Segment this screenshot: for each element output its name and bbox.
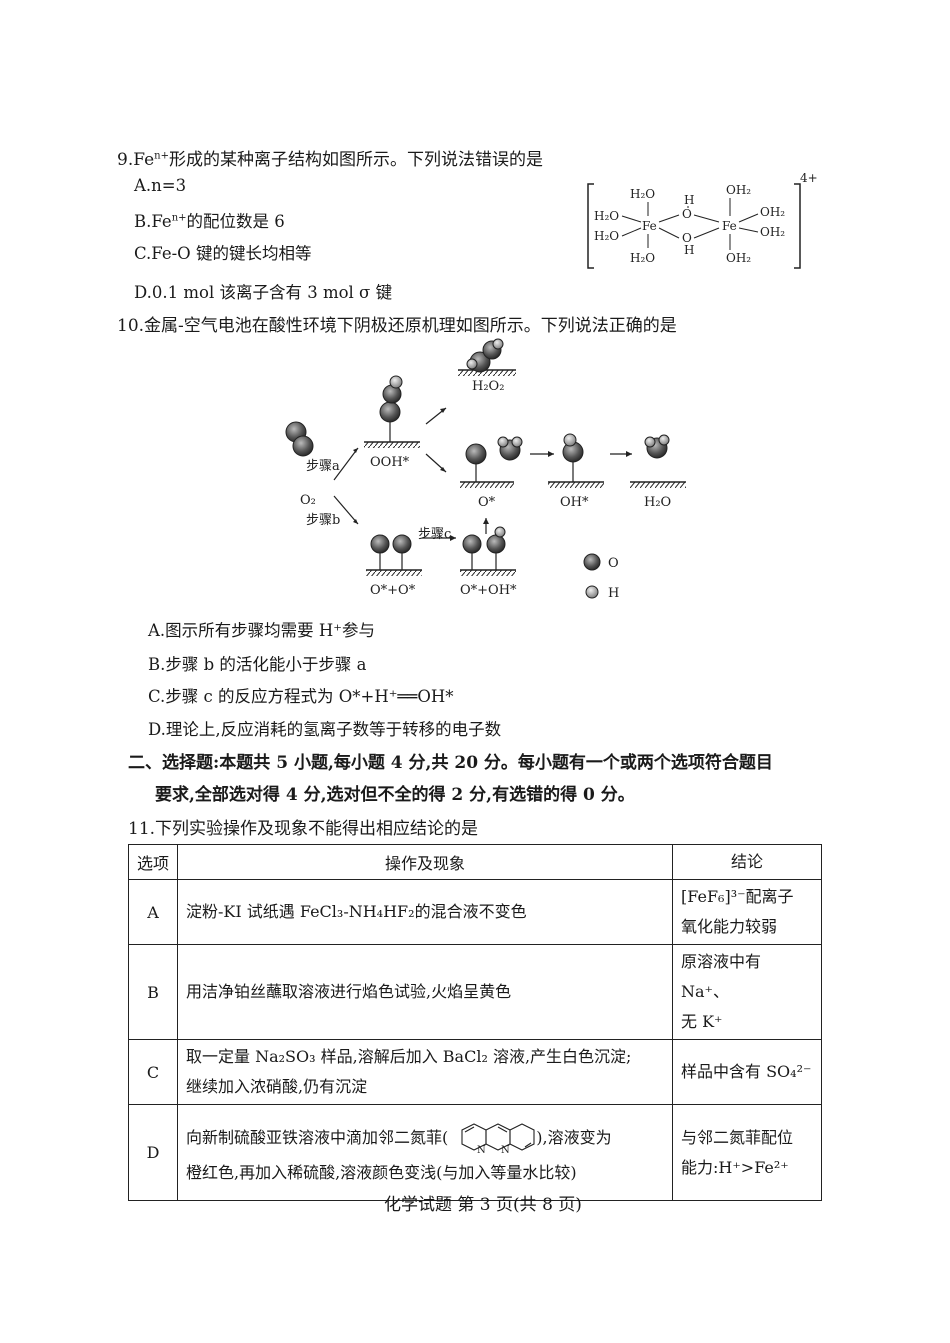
q9-stem: 9.Fen+形成的某种离子结构如图所示。下列说法错误的是	[117, 150, 543, 170]
cathode-mechanism-diagram: 步骤a O₂ 步骤b 步骤c OOH* H₂O₂ O* OH* H₂O O*+O…	[285, 338, 686, 601]
h2o-label: H₂O	[594, 209, 619, 223]
o-atom-label: O	[682, 207, 692, 221]
legend-hydrogen-icon	[585, 585, 599, 599]
catalyst-surface	[460, 569, 516, 576]
ion-charge: 4+	[800, 171, 818, 185]
catalyst-surface	[548, 481, 604, 488]
hydrogen-atom-icon	[511, 436, 523, 448]
o-atom-label: O	[682, 231, 692, 245]
table-row: B 用洁净铂丝蘸取溶液进行焰色试验,火焰呈黄色 原溶液中有 Na⁺、无 K⁺	[128, 944, 822, 1040]
oh2-label: OH₂	[726, 251, 751, 265]
oh2-label: OH₂	[726, 183, 751, 197]
row-conclusion: 样品中含有 SO₄²⁻	[672, 1039, 822, 1105]
table-row: C 取一定量 Na₂SO₃ 样品,溶解后加入 BaCl₂ 溶液,产生白色沉淀;继…	[128, 1039, 822, 1105]
q10-option-b: B.步骤 b 的活化能小于步骤 a	[148, 655, 367, 674]
h2o-label: H₂O	[594, 229, 619, 243]
table-header-row: 选项 操作及现象 结论	[128, 844, 822, 880]
hydrogen-atom-icon	[492, 338, 504, 350]
h2o-label: H₂O	[644, 495, 671, 510]
row-operation: 取一定量 Na₂SO₃ 样品,溶解后加入 BaCl₂ 溶液,产生白色沉淀;继续加…	[177, 1039, 673, 1105]
header-operation: 操作及现象	[177, 844, 673, 880]
q10-stem: 10.金属-空气电池在酸性环境下阴极还原机理如图所示。下列说法正确的是	[117, 316, 677, 336]
row-operation: 淀粉-KI 试纸遇 FeCl₃-NH₄HF₂的混合液不变色	[177, 879, 673, 945]
fe-atom-label: Fe	[722, 219, 737, 233]
q9-option-d: D.0.1 mol 该离子含有 3 mol σ 键	[134, 283, 393, 302]
table-row: D 向新制硫酸亚铁溶液中滴加邻二氮菲( N N ),溶液变为 橙红色,再加入稀	[128, 1104, 822, 1201]
q10-option-a: A.图示所有步骤均需要 H⁺参与	[148, 621, 376, 640]
header-option: 选项	[128, 844, 178, 880]
hydrogen-atom-icon	[466, 358, 478, 370]
fe-atom-label: Fe	[642, 219, 657, 233]
h2o-label: H₂O	[630, 251, 655, 265]
row-option: B	[128, 944, 178, 1040]
q9-option-a: A.n=3	[134, 176, 187, 195]
row-operation: 用洁净铂丝蘸取溶液进行焰色试验,火焰呈黄色	[177, 944, 673, 1040]
step-b-label: 步骤b	[306, 513, 340, 528]
q10-option-d: D.理论上,反应消耗的氢离子数等于转移的电子数	[148, 720, 502, 739]
q10-option-c: C.步骤 c 的反应方程式为 O*+H⁺══OH*	[148, 687, 454, 706]
oh2-label: OH₂	[760, 205, 785, 219]
row-operation: 向新制硫酸亚铁溶液中滴加邻二氮菲( N N ),溶液变为 橙红色,再加入稀硫酸,…	[177, 1104, 673, 1201]
step-c-label: 步骤c	[418, 527, 451, 542]
h2o2-label: H₂O₂	[472, 379, 504, 394]
hydrogen-atom-icon	[644, 436, 656, 448]
nitrogen-label: N	[477, 1145, 486, 1156]
h-atom-label: H	[684, 193, 694, 207]
oxygen-atom-icon	[486, 534, 506, 554]
oh-star-label: OH*	[560, 495, 589, 510]
row-conclusion: [FeF₆]³⁻配离子氧化能力较弱	[672, 879, 822, 945]
section-heading-line2: 要求,全部选对得 4 分,选对但不全的得 2 分,有选错的得 0 分。	[155, 785, 635, 805]
h2o-label: H₂O	[630, 187, 655, 201]
row-option: C	[128, 1039, 178, 1105]
hydrogen-atom-icon	[563, 433, 577, 447]
legend-o-label: O	[608, 556, 619, 571]
hydrogen-atom-icon	[494, 526, 506, 538]
oxygen-atom-icon	[392, 534, 412, 554]
nitrogen-label: N	[501, 1145, 510, 1156]
hydrogen-atom-icon	[497, 436, 509, 448]
catalyst-surface	[460, 481, 514, 488]
catalyst-surface	[366, 569, 422, 576]
table-row: A 淀粉-KI 试纸遇 FeCl₃-NH₄HF₂的混合液不变色 [FeF₆]³⁻…	[128, 879, 822, 945]
o-star-label: O*	[478, 495, 496, 510]
catalyst-surface	[630, 481, 686, 488]
catalyst-surface	[458, 369, 516, 376]
o-o-label: O*+O*	[370, 583, 416, 598]
oxygen-atom-icon	[370, 534, 390, 554]
legend-oxygen-icon	[583, 553, 601, 571]
catalyst-surface	[364, 441, 420, 448]
step-a-label: 步骤a	[306, 459, 340, 474]
page-footer: 化学试题 第 3 页(共 8 页)	[384, 1195, 582, 1215]
o2-label: O₂	[300, 493, 316, 508]
row-conclusion: 原溶液中有 Na⁺、无 K⁺	[672, 944, 822, 1040]
oxygen-atom-icon	[462, 534, 482, 554]
oxygen-atom-icon	[465, 443, 487, 465]
o-oh-label: O*+OH*	[460, 583, 517, 598]
q9-option-b: B.Fen+的配位数是 6	[134, 212, 285, 231]
h-atom-label: H	[684, 243, 694, 257]
hydrogen-atom-icon	[389, 375, 403, 389]
oxygen-atom-icon	[292, 435, 314, 457]
hydrogen-atom-icon	[658, 434, 670, 446]
q11-stem: 11.下列实验操作及现象不能得出相应结论的是	[128, 819, 479, 839]
iron-complex-structure: 4+ H₂O H₂O H₂O H₂O Fe H O O H Fe OH₂ OH₂…	[587, 171, 818, 269]
row-conclusion: 与邻二氮菲配位能力:H⁺>Fe²⁺	[672, 1104, 822, 1201]
q9-option-c: C.Fe-O 键的键长均相等	[134, 244, 312, 263]
ooh-label: OOH*	[370, 455, 410, 470]
oxygen-atom-icon	[379, 401, 401, 423]
legend-h-label: H	[608, 586, 619, 601]
phenanthroline-structure-icon: N N	[461, 1123, 535, 1156]
header-conclusion: 结论	[672, 844, 822, 880]
section-heading-line1: 二、选择题:本题共 5 小题,每小题 4 分,共 20 分。每小题有一个或两个选…	[128, 753, 773, 773]
oh2-label: OH₂	[760, 225, 785, 239]
experiment-table: 选项 操作及现象 结论 A 淀粉-KI 试纸遇 FeCl₃-NH₄HF₂的混合液…	[128, 844, 822, 1201]
row-option: A	[128, 879, 178, 945]
row-option: D	[128, 1104, 178, 1201]
